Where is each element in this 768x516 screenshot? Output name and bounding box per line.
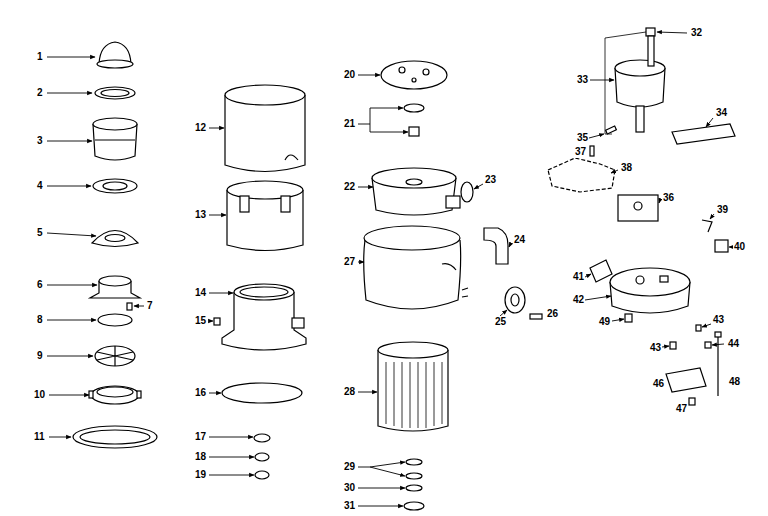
callout-number: 35 bbox=[576, 132, 589, 144]
callout-number: 38 bbox=[620, 162, 633, 174]
callout-number: 19 bbox=[194, 469, 207, 481]
callout-number: 43 bbox=[649, 342, 662, 354]
callout-number: 39 bbox=[716, 204, 729, 216]
callout-number: 25 bbox=[494, 316, 507, 328]
callout-number: 48 bbox=[728, 376, 741, 388]
callout-number: 30 bbox=[343, 482, 356, 494]
callout-number: 37 bbox=[574, 146, 587, 158]
callout-number: 15 bbox=[194, 315, 207, 327]
callout-number: 4 bbox=[36, 180, 44, 192]
callout-number: 28 bbox=[343, 386, 356, 398]
callout-number: 1 bbox=[36, 51, 44, 63]
callout-number: 32 bbox=[690, 27, 703, 39]
callout-number: 10 bbox=[33, 389, 46, 401]
callout-number: 12 bbox=[194, 122, 207, 134]
callout-number: 27 bbox=[343, 256, 356, 268]
callout-number: 47 bbox=[675, 403, 688, 415]
callout-number: 41 bbox=[572, 271, 585, 283]
callout-number: 23 bbox=[484, 174, 497, 186]
callout-number: 11 bbox=[33, 431, 46, 443]
callout-number: 16 bbox=[194, 387, 207, 399]
callout-number: 49 bbox=[598, 316, 611, 328]
callout-number: 14 bbox=[194, 287, 207, 299]
callout-number: 33 bbox=[576, 74, 589, 86]
callout-number: 40 bbox=[733, 241, 746, 253]
callout-number: 24 bbox=[513, 234, 526, 246]
callout-number: 21 bbox=[343, 118, 356, 130]
callout-number: 6 bbox=[36, 279, 44, 291]
callout-number: 2 bbox=[36, 87, 44, 99]
callout-number: 46 bbox=[652, 378, 665, 390]
callout-number: 20 bbox=[343, 69, 356, 81]
callout-number: 34 bbox=[715, 107, 728, 119]
callout-number: 29 bbox=[343, 461, 356, 473]
callout-number: 18 bbox=[194, 451, 207, 463]
callout-number: 26 bbox=[546, 308, 559, 320]
callout-number: 42 bbox=[572, 294, 585, 306]
callout-number: 7 bbox=[146, 300, 154, 312]
callout-number: 8 bbox=[36, 314, 44, 326]
callout-number: 22 bbox=[343, 181, 356, 193]
callout-number: 17 bbox=[194, 431, 207, 443]
callout-number: 43 bbox=[712, 314, 725, 326]
callout-number: 13 bbox=[194, 209, 207, 221]
callout-number: 3 bbox=[36, 135, 44, 147]
callout-number: 5 bbox=[36, 227, 44, 239]
callout-number: 36 bbox=[662, 192, 675, 204]
callout-number: 31 bbox=[343, 500, 356, 512]
callout-number: 44 bbox=[727, 338, 740, 350]
callout-number: 9 bbox=[36, 350, 44, 362]
